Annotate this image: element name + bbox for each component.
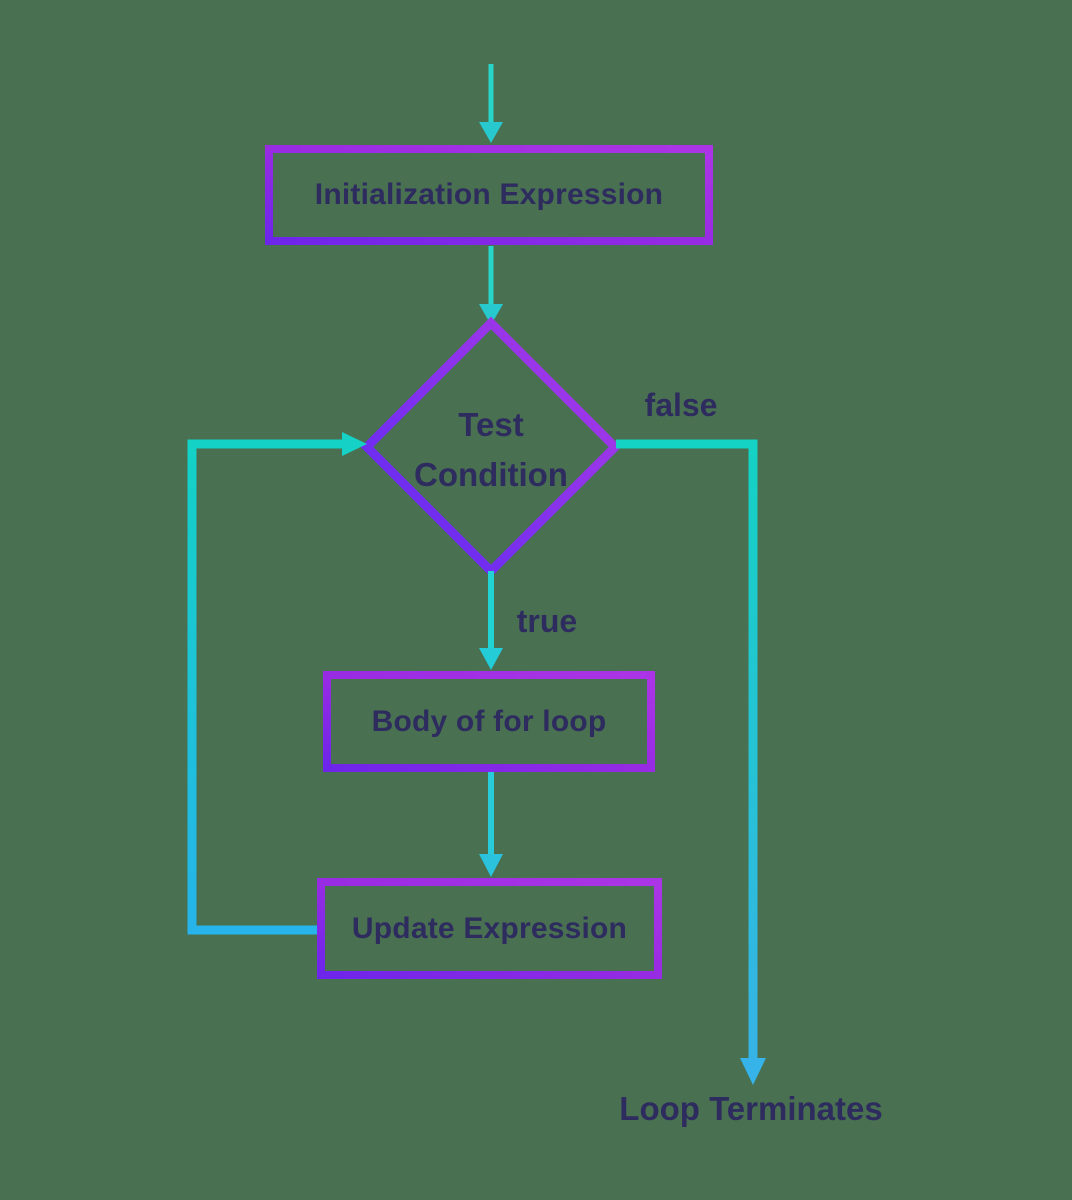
arrow-start-to-initialization <box>479 64 503 143</box>
arrow-false-to-terminate <box>616 439 766 1085</box>
node-update-label: Update Expression <box>351 911 628 945</box>
arrow-update-to-test-loopback <box>187 432 367 935</box>
node-initialization-label: Initialization Expression <box>314 178 664 211</box>
test-condition-line1: Test <box>458 406 524 443</box>
node-update-expression: Update Expression <box>317 878 662 979</box>
arrow-body-to-update <box>479 772 503 877</box>
node-test-condition: Test Condition <box>369 400 613 500</box>
edge-label-false: false <box>644 387 718 423</box>
node-body-of-for-loop: Body of for loop <box>323 671 655 772</box>
node-initialization-expression: Initialization Expression <box>265 145 713 245</box>
test-condition-line2: Condition <box>414 456 568 493</box>
arrow-true-to-body <box>479 571 503 670</box>
edge-label-loop-terminates: Loop Terminates <box>619 1090 883 1127</box>
arrow-initialization-to-test <box>479 246 503 325</box>
node-body-label: Body of for loop <box>371 704 607 738</box>
edge-label-true: true <box>516 603 578 639</box>
